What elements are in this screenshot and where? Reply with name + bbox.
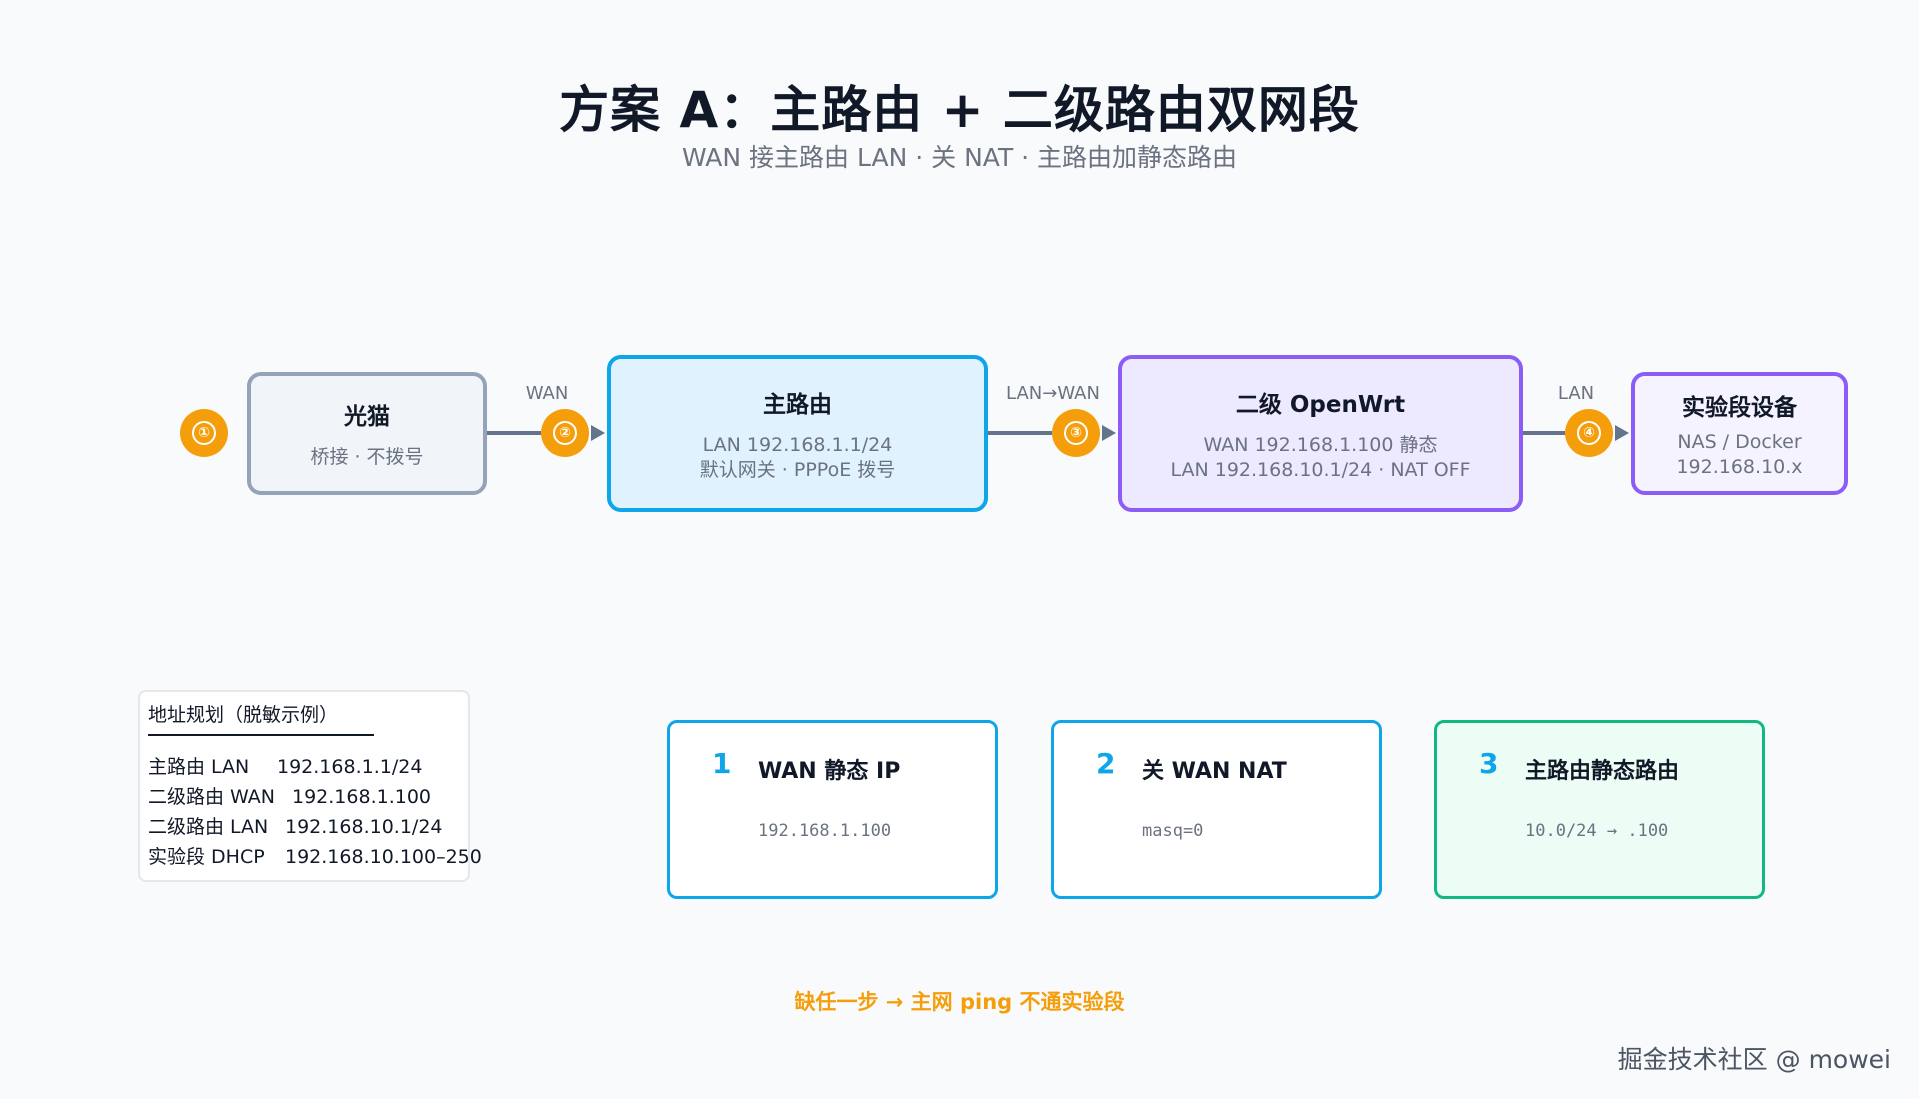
warning-note: 缺任一步 → 主网 ping 不通实验段	[794, 990, 1125, 1014]
node-lab-devices: 实验段设备 NAS / Docker 192.168.10.x	[1631, 372, 1848, 495]
connector-line	[988, 431, 1052, 435]
address-key: 二级路由 WAN	[148, 786, 275, 808]
address-row: 二级路由 WAN 192.168.1.100	[148, 782, 468, 812]
node-title: 光猫	[344, 404, 390, 430]
step-title: 关 WAN NAT	[1142, 759, 1287, 784]
step-code: masq=0	[1142, 821, 1204, 841]
address-value: 192.168.1.100	[292, 786, 432, 808]
edge-label-wan: WAN	[525, 383, 569, 404]
address-plan-panel: 地址规划（脱敏示例） 主路由 LAN 192.168.1.1/24 二级路由 WA…	[138, 690, 482, 882]
step-card-1: 1 WAN 静态 IP 192.168.1.100	[667, 720, 998, 899]
node-line: LAN 192.168.10.1/24 · NAT OFF	[1170, 458, 1471, 481]
step-badge-1: ①	[180, 409, 228, 457]
badge-number: ③	[1064, 421, 1088, 445]
step-card-3: 3 主路由静态路由 10.0/24 → .100	[1434, 720, 1765, 899]
badge-number: ④	[1577, 421, 1601, 445]
watermark: 掘金技术社区 @ mowei	[1617, 1045, 1891, 1074]
address-key: 主路由 LAN	[148, 756, 250, 778]
step-title: WAN 静态 IP	[758, 759, 901, 784]
node-main-router: 主路由 LAN 192.168.1.1/24 默认网关 · PPPoE 拨号	[607, 355, 988, 512]
node-line: 桥接 · 不拨号	[310, 446, 424, 468]
step-badge-4: ④	[1565, 409, 1613, 457]
arrowhead-icon	[591, 425, 605, 441]
node-title: 实验段设备	[1682, 394, 1797, 421]
node-title: 主路由	[763, 391, 832, 418]
address-value: 192.168.1.1/24	[277, 756, 423, 778]
address-plan-divider	[148, 734, 374, 736]
badge-number: ②	[553, 421, 577, 445]
address-value: 192.168.10.1/24	[285, 816, 443, 838]
step-badge-2: ②	[541, 409, 589, 457]
step-number: 3	[1479, 747, 1499, 780]
node-line: NAS / Docker	[1677, 430, 1802, 453]
node-line: WAN 192.168.1.100 静态	[1203, 433, 1438, 456]
step-title: 主路由静态路由	[1525, 759, 1680, 784]
badge-number: ①	[192, 421, 216, 445]
address-value: 192.168.10.100–250	[285, 846, 482, 868]
step-card-2: 2 关 WAN NAT masq=0	[1051, 720, 1382, 899]
step-badge-3: ③	[1052, 409, 1100, 457]
diagram-subtitle: WAN 接主路由 LAN · 关 NAT · 主路由加静态路由	[681, 143, 1238, 172]
arrowhead-icon	[1102, 425, 1116, 441]
node-line: 默认网关 · PPPoE 拨号	[699, 458, 896, 481]
connector-line	[487, 431, 541, 435]
address-key: 二级路由 LAN	[148, 816, 269, 838]
edge-label-lan: LAN	[1557, 383, 1595, 404]
edge-label-lan-wan: LAN→WAN	[1006, 383, 1100, 404]
arrowhead-icon	[1615, 425, 1629, 441]
node-openwrt: 二级 OpenWrt WAN 192.168.1.100 静态 LAN 192.…	[1118, 355, 1523, 512]
step-code: 192.168.1.100	[758, 821, 892, 841]
step-number: 1	[712, 747, 732, 780]
node-line: 192.168.10.x	[1676, 455, 1803, 478]
address-row: 实验段 DHCP 192.168.10.100–250	[148, 842, 482, 872]
step-code: 10.0/24 → .100	[1525, 821, 1669, 841]
address-key: 实验段 DHCP	[148, 846, 265, 868]
node-title: 二级 OpenWrt	[1235, 391, 1406, 418]
address-row: 二级路由 LAN 192.168.10.1/24	[148, 812, 468, 842]
node-line: LAN 192.168.1.1/24	[702, 433, 893, 456]
step-number: 2	[1096, 747, 1116, 780]
address-plan-heading: 地址规划（脱敏示例）	[148, 704, 339, 726]
diagram-title: 方案 A：主路由 + 二级路由双网段	[559, 81, 1360, 139]
connector-line	[1523, 431, 1565, 435]
address-row: 主路由 LAN 192.168.1.1/24	[148, 752, 468, 782]
node-modem: 光猫 桥接 · 不拨号	[247, 372, 487, 495]
